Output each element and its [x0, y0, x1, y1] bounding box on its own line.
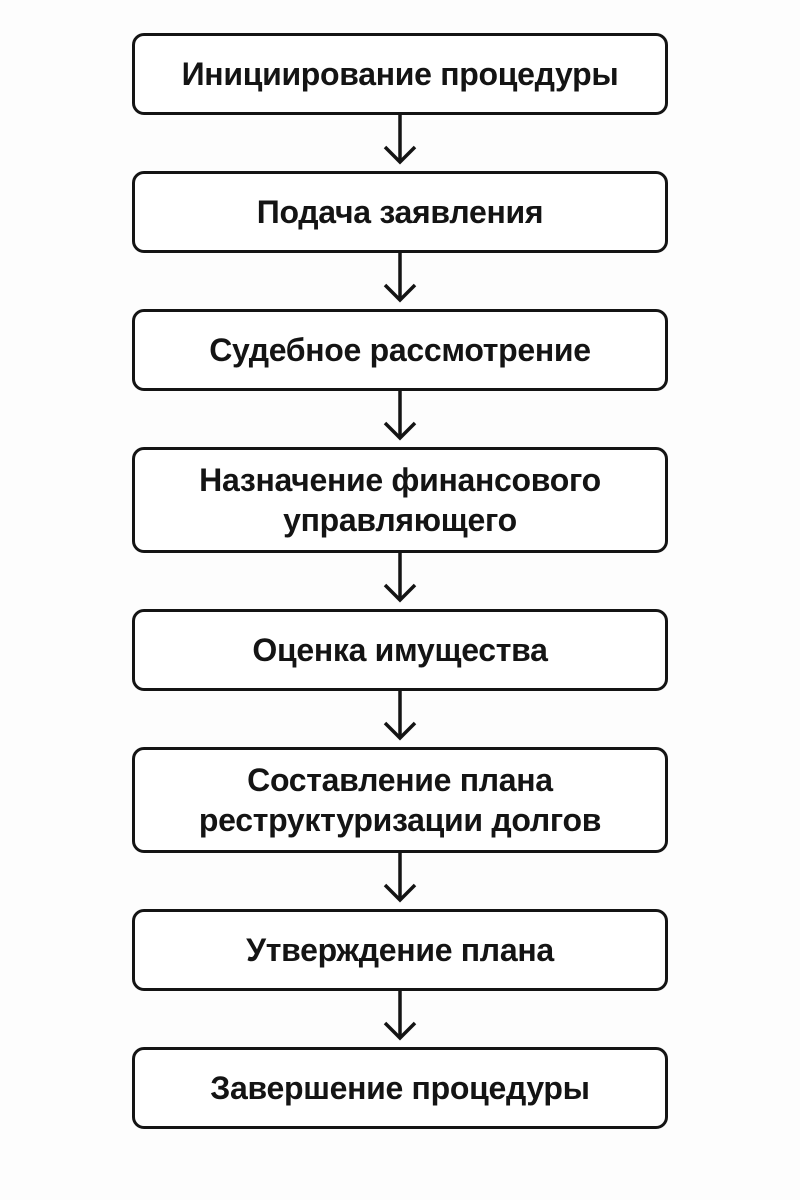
flow-step-label: Завершение процедуры [210, 1070, 590, 1106]
arrow-down-icon [132, 991, 668, 1047]
flow-step-application: Подача заявления [132, 171, 668, 253]
flow-step-plan-approval: Утверждение плана [132, 909, 668, 991]
flow-step-court-review: Судебное рассмотрение [132, 309, 668, 391]
flow-step-label: Подача заявления [256, 194, 544, 230]
arrow-down-icon [132, 853, 668, 909]
arrow-down-icon [132, 691, 668, 747]
flow-step-initiation: Инициирование процедуры [132, 33, 668, 115]
flowchart: Инициирование процедуры Подача заявления… [132, 33, 668, 1129]
flow-step-restructuring-plan: Составление плана реструктуризации долго… [132, 747, 668, 853]
flow-step-label: Составление плана реструктуризации долго… [198, 762, 602, 838]
arrow-down-icon [132, 115, 668, 171]
arrow-down-icon [132, 253, 668, 309]
flow-step-label: Оценка имущества [252, 632, 548, 668]
flow-step-completion: Завершение процедуры [132, 1047, 668, 1129]
flow-step-label: Инициирование процедуры [181, 56, 619, 92]
arrow-down-icon [132, 553, 668, 609]
arrow-down-icon [132, 391, 668, 447]
flow-step-label: Назначение финансового управляющего [199, 462, 601, 538]
flow-step-property-valuation: Оценка имущества [132, 609, 668, 691]
flow-step-label: Утверждение плана [246, 932, 554, 968]
flow-step-label: Судебное рассмотрение [209, 332, 591, 368]
flow-step-manager-appointment: Назначение финансового управляющего [132, 447, 668, 553]
